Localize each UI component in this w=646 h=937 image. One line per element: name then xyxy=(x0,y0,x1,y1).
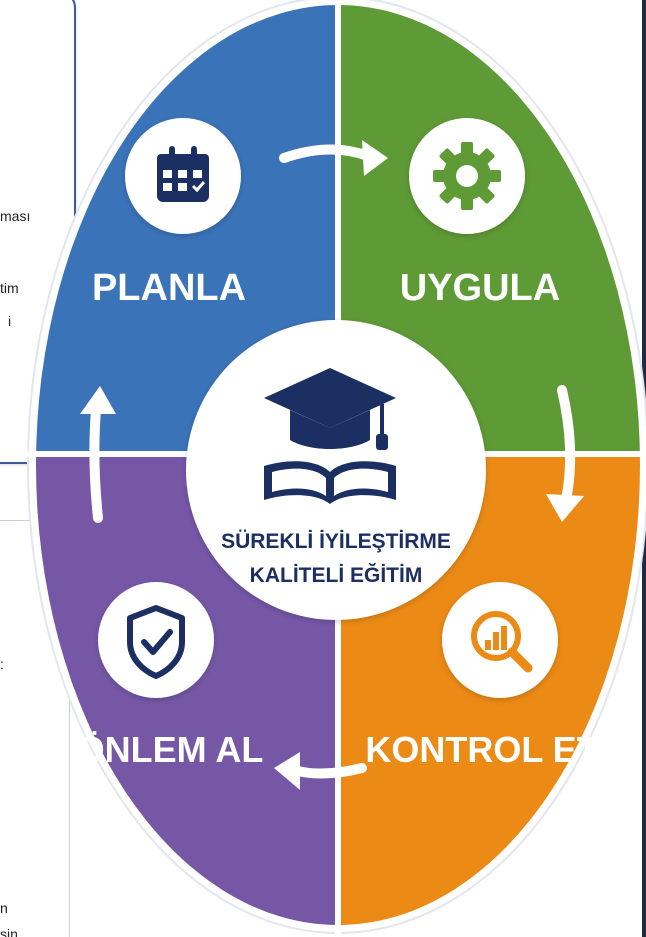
gear-icon xyxy=(433,142,501,210)
onlem-al-label: ÖNLEM AL xyxy=(77,729,264,770)
arrow-kontrol-to-onlem xyxy=(289,763,367,779)
center-title-line1: SÜREKLİ İYİLEŞTİRME xyxy=(221,530,451,553)
magnifier-chart-icon xyxy=(471,611,533,673)
kontrol-et-label: KONTROL ET xyxy=(365,729,598,770)
left-text-fragment: n xyxy=(0,900,8,916)
kontrol-icon-circle xyxy=(442,582,558,698)
left-text-fragment: : xyxy=(0,656,4,672)
arrowhead-onlem-to-planla xyxy=(80,386,116,414)
center-title-line2: KALİTELİ EĞİTİM xyxy=(250,563,423,587)
graduation-cap-book-icon xyxy=(264,368,396,504)
uygula-label: UYGULA xyxy=(400,267,560,309)
left-text-fragment: tim xyxy=(0,280,19,296)
arrowhead-kontrol-to-onlem xyxy=(274,752,300,790)
arrowhead-planla-to-uygula xyxy=(362,140,388,176)
left-text-fragment: ması xyxy=(0,208,31,224)
arrow-onlem-to-planla xyxy=(89,405,103,523)
onlem-icon-circle xyxy=(98,582,214,698)
planla-label: PLANLA xyxy=(92,267,246,309)
left-text-fragment: sin xyxy=(0,926,18,937)
shield-check-icon xyxy=(127,605,185,679)
arrow-uygula-to-kontrol xyxy=(557,385,576,505)
calendar-icon xyxy=(157,146,209,202)
arrowhead-uygula-to-kontrol xyxy=(546,494,584,522)
arrow-planla-to-uygula xyxy=(279,144,373,163)
left-text-fragment: i xyxy=(8,313,12,329)
